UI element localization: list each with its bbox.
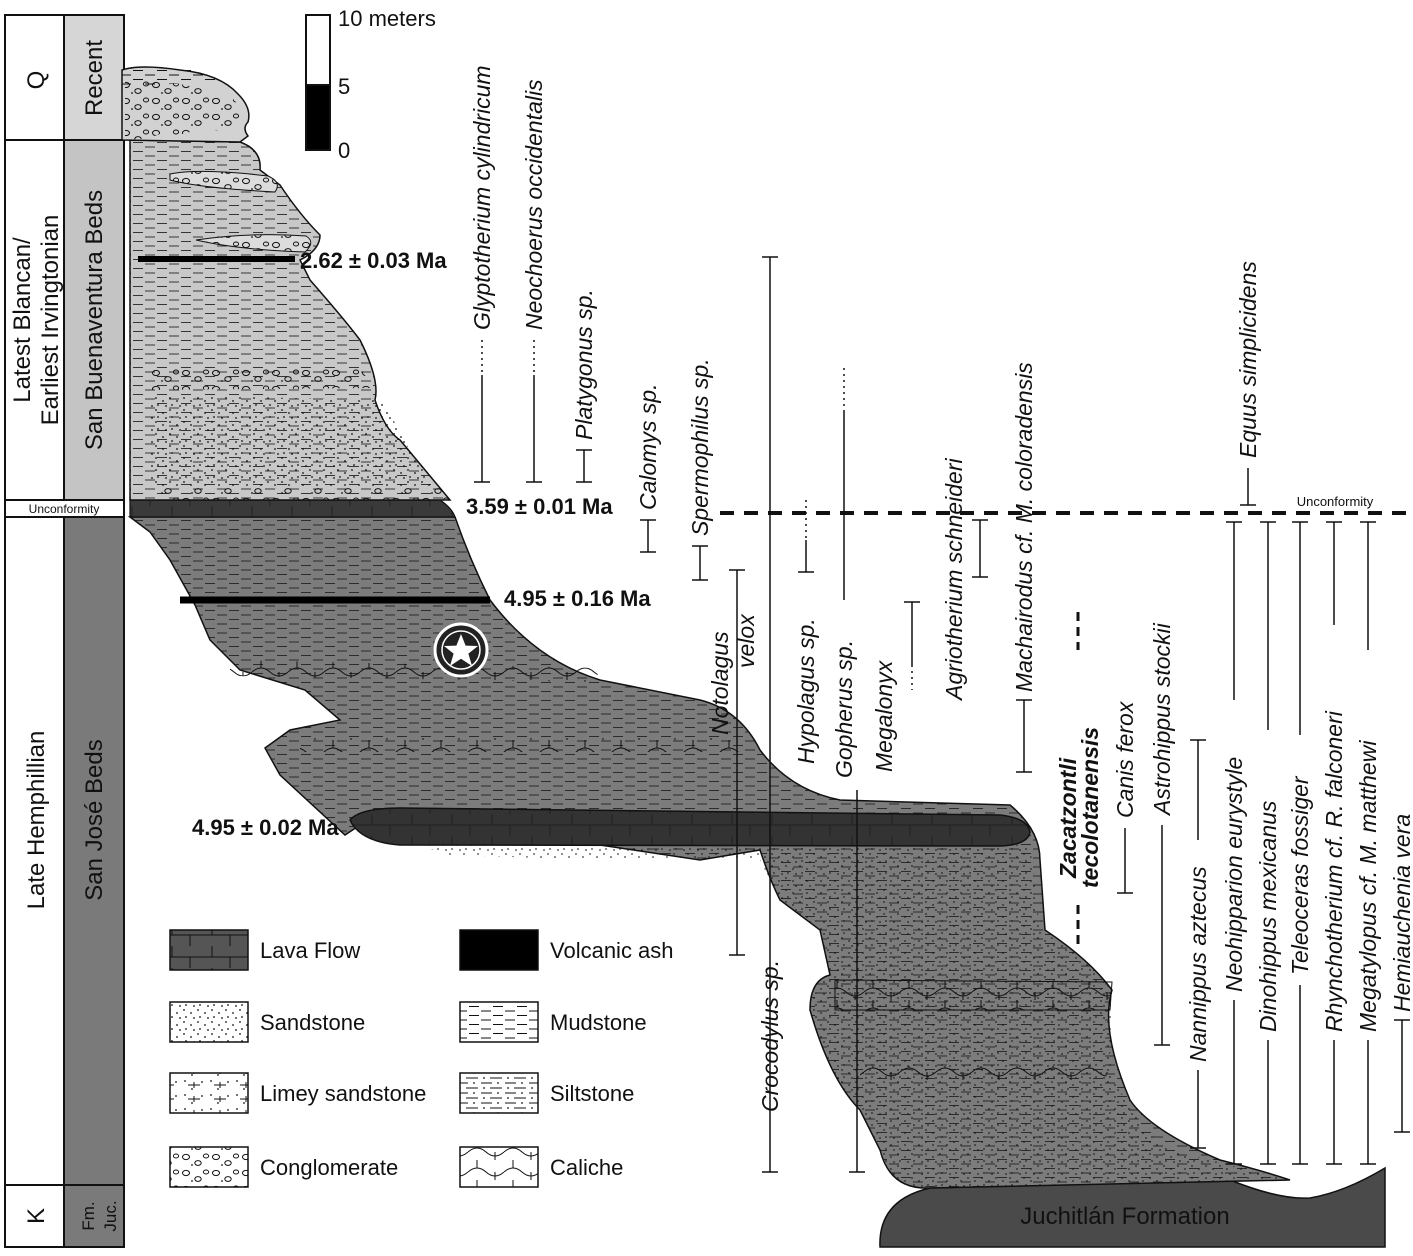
taxon-notolagus-line1: Notolagus bbox=[707, 631, 733, 735]
san-jose-beds-unit bbox=[127, 516, 1291, 1189]
taxon-machairodus: Machairodus cf. M. coloradensis bbox=[1011, 362, 1037, 692]
unit-san-jose-label: San José Beds bbox=[81, 739, 108, 900]
legend-item-lava: Lava Flow bbox=[169, 929, 360, 971]
taxon-megatylopus: Megatylopus cf. M. matthewi bbox=[1355, 740, 1381, 1032]
legend-conglomerate-label: Conglomerate bbox=[260, 1155, 398, 1180]
unit-recent-label: Recent bbox=[81, 40, 108, 116]
scale-bar-mid-label: 5 bbox=[338, 74, 350, 99]
period-blancan-label-2: Earliest Irvingtonian bbox=[37, 215, 64, 426]
taxon-agriotherium: Agriotherium schneideri bbox=[941, 457, 967, 702]
lava-flow-unit bbox=[349, 807, 1031, 847]
taxon-dinohippus: Dinohippus mexicanus bbox=[1255, 800, 1281, 1032]
legend-item-caliche: Caliche bbox=[459, 1146, 623, 1188]
san-buenaventura-beds-unit bbox=[129, 139, 452, 501]
legend-item-ash: Volcanic ash bbox=[459, 929, 674, 971]
legend-sandstone-label: Sandstone bbox=[260, 1010, 365, 1035]
taxon-zacatzontli-line2: tecolotanensis bbox=[1077, 727, 1103, 888]
juchitlan-formation-label: Juchitlán Formation bbox=[1020, 1203, 1229, 1230]
scale-bar bbox=[305, 14, 331, 151]
taxon-neochoerus: Neochoerus occidentalis bbox=[521, 79, 547, 330]
recent-conglomerate-unit bbox=[121, 66, 250, 143]
legend-limey-label: Limey sandstone bbox=[260, 1081, 426, 1106]
period-blancan-label-1: Latest Blancan/ bbox=[9, 237, 36, 403]
taxon-rhynchotherium: Rhynchotherium cf. R. falconeri bbox=[1321, 710, 1347, 1032]
taxon-range-bars bbox=[474, 256, 1410, 1173]
scale-bar-top-label: 10 meters bbox=[338, 6, 436, 31]
juchitlan-formation-unit bbox=[879, 1166, 1386, 1248]
legend-caliche-label: Caliche bbox=[550, 1155, 623, 1180]
unconformity-right-label: Unconformity bbox=[1297, 494, 1374, 509]
lava-flow-basal-unit bbox=[129, 499, 456, 518]
taxon-canis: Canis ferox bbox=[1112, 700, 1138, 818]
date-label-1: 2.62 ± 0.03 Ma bbox=[300, 248, 447, 273]
date-label-3: 4.95 ± 0.16 Ma bbox=[504, 586, 651, 611]
unit-juc-label-2: Fm. bbox=[79, 1201, 98, 1230]
chronostratigraphy-column bbox=[4, 14, 65, 1248]
legend-item-mudstone: Mudstone bbox=[459, 1001, 647, 1043]
taxon-neohipparion: Neohipparion eurystyle bbox=[1221, 757, 1247, 992]
fossil-locality-star-icon bbox=[433, 622, 489, 678]
lithostratigraphy-column bbox=[4, 14, 125, 1248]
scale-bar-bottom-label: 0 bbox=[338, 138, 350, 163]
legend: Lava Flow Volcanic ash Sandstone Mudston… bbox=[169, 929, 674, 1188]
period-k-label: K bbox=[23, 1208, 50, 1224]
taxon-calomys: Calomys sp. bbox=[635, 383, 661, 510]
taxon-nannippus: Nannippus aztecus bbox=[1185, 866, 1211, 1062]
taxon-crocodylus: Crocodylus sp. bbox=[757, 960, 783, 1112]
taxon-teleoceras: Teleoceras fossiger bbox=[1287, 775, 1313, 975]
legend-ash-label: Volcanic ash bbox=[550, 938, 674, 963]
taxon-megalonyx: Megalonyx bbox=[871, 659, 897, 772]
taxon-gopherus: Gopherus sp. bbox=[831, 640, 857, 778]
legend-lava-label: Lava Flow bbox=[260, 938, 360, 963]
unconformity-left-label: Unconformity bbox=[29, 502, 100, 516]
legend-item-siltstone: Siltstone bbox=[459, 1072, 634, 1114]
taxon-spermophilus: Spermophilus sp. bbox=[687, 358, 713, 536]
legend-item-conglomerate: Conglomerate bbox=[169, 1146, 398, 1188]
taxon-zacatzontli-line1: Zacatzontli bbox=[1055, 757, 1081, 879]
date-label-4: 4.95 ± 0.02 Ma bbox=[192, 815, 339, 840]
taxon-astrohippus: Astrohippus stockii bbox=[1149, 622, 1175, 817]
legend-siltstone-label: Siltstone bbox=[550, 1081, 634, 1106]
taxon-hemiauchenia: Hemiauchenia vera bbox=[1389, 814, 1413, 1012]
unit-san-buenaventura-label: San Buenaventura Beds bbox=[81, 190, 108, 450]
legend-item-limey-sandstone: Limey sandstone bbox=[169, 1072, 426, 1114]
period-hemphillian-label: Late Hemphillian bbox=[23, 731, 50, 910]
legend-mudstone-label: Mudstone bbox=[550, 1010, 647, 1035]
taxon-hypolagus: Hypolagus sp. bbox=[793, 618, 819, 764]
unit-juc-label-1: Juc. bbox=[101, 1200, 120, 1231]
taxon-notolagus-line2: velox bbox=[733, 613, 759, 668]
taxon-equus: Equus simplicidens bbox=[1235, 261, 1261, 458]
period-q-label: Q bbox=[23, 71, 50, 90]
legend-item-sandstone: Sandstone bbox=[169, 1001, 365, 1043]
taxon-platygonus: Platygonus sp. bbox=[571, 289, 597, 440]
taxon-glyptotherium: Glyptotherium cylindricum bbox=[469, 65, 495, 330]
date-label-2: 3.59 ± 0.01 Ma bbox=[466, 494, 613, 519]
